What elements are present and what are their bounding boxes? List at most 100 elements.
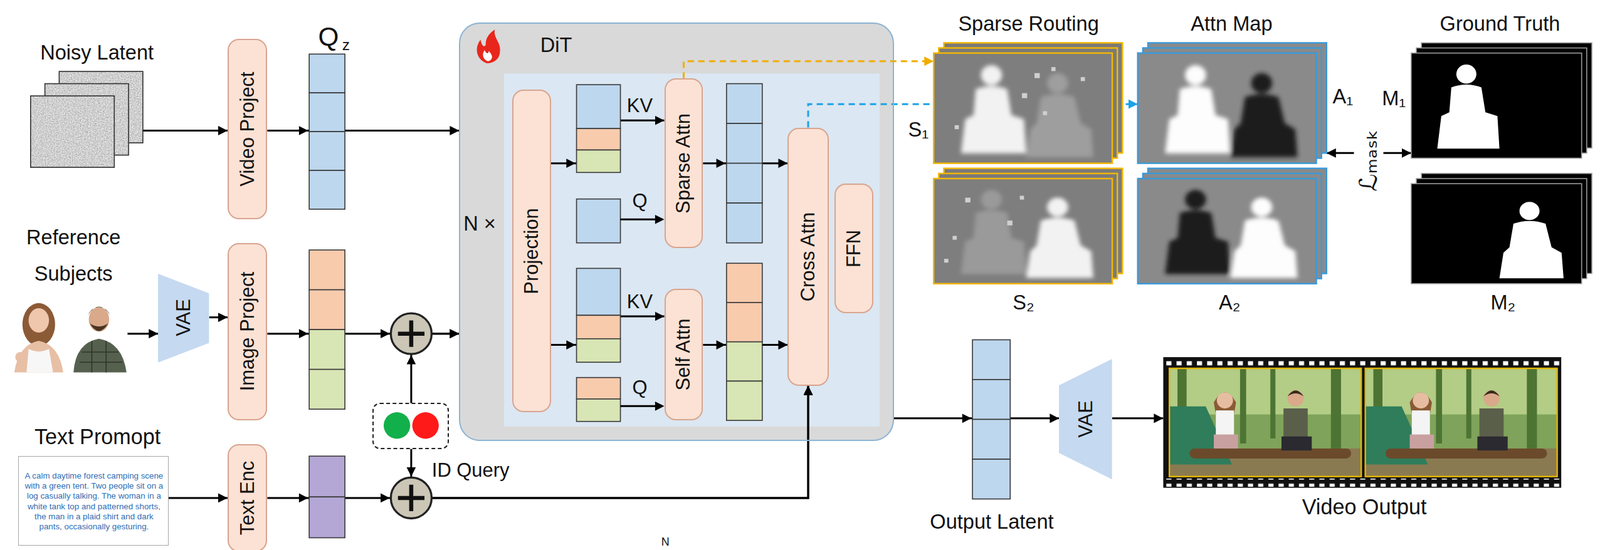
plus-symbol — [390, 477, 432, 519]
token-column — [726, 381, 763, 421]
attention-map-stack — [1137, 42, 1327, 284]
label: N — [661, 536, 670, 550]
noise-stack — [30, 71, 143, 168]
node-label: A₁ — [1332, 85, 1353, 109]
reference-photo — [22, 303, 56, 347]
arrowhead — [566, 340, 576, 350]
arrowhead — [716, 340, 727, 350]
mask-stack — [1411, 183, 1582, 285]
encoder-box: Text Enc — [227, 444, 268, 550]
token-column — [726, 263, 763, 303]
projection-box: Projection — [512, 89, 552, 413]
token-column — [309, 53, 1011, 538]
arrowhead — [380, 329, 390, 339]
node-label: Reference Subjects — [17, 220, 130, 293]
mask-stack: M₁ — [1411, 42, 1592, 158]
arrowhead — [716, 158, 727, 169]
sparse-routing-stack — [933, 178, 1113, 285]
arrowhead — [962, 414, 972, 424]
label: Attn Map — [1190, 12, 1273, 36]
arrowhead — [655, 401, 665, 412]
token-column — [309, 53, 345, 93]
token-column — [576, 339, 621, 363]
attention-map-stack: A₂ — [1137, 168, 1327, 285]
film-strip — [1163, 358, 1562, 367]
projection-box: Image Project — [227, 243, 268, 421]
sparse-routing-stack — [933, 53, 1113, 164]
film-strip — [1365, 368, 1558, 478]
token-column — [576, 199, 621, 244]
token-column — [576, 149, 621, 173]
attention-map-stack — [1137, 53, 1317, 164]
connector — [142, 129, 228, 132]
reference-photo — [89, 323, 108, 332]
block-label: Cross Attn — [796, 211, 820, 302]
noise-stack: Noisy Latent — [30, 71, 143, 168]
sparse-routing-stack — [933, 53, 1113, 164]
token-column — [972, 459, 1011, 500]
token-column — [309, 456, 345, 498]
film-strip — [1163, 357, 1562, 489]
id-token — [383, 412, 439, 439]
token-column — [309, 131, 345, 171]
arrowhead — [299, 126, 309, 136]
connector — [683, 61, 934, 79]
token-column — [726, 203, 763, 244]
token-column — [576, 128, 621, 150]
arrowhead — [566, 158, 576, 169]
reference-photo — [87, 306, 111, 316]
noise-stack — [30, 95, 115, 168]
photo-stack: Reference Subjects — [10, 295, 128, 373]
token-column — [972, 419, 1011, 460]
film-strip — [1163, 478, 1562, 488]
token-column — [309, 250, 345, 291]
fire-icon — [477, 29, 501, 64]
arrowhead — [299, 329, 309, 339]
node-label: ID Query — [431, 460, 510, 483]
id-token — [412, 412, 439, 439]
reference-photo — [28, 308, 50, 333]
mask-stack — [1411, 53, 1582, 159]
token-column — [726, 163, 763, 204]
trapezoid-outline — [1058, 359, 1113, 480]
label: Q — [318, 21, 340, 53]
film-strip — [1169, 368, 1362, 478]
arrowhead — [620, 218, 658, 221]
node-label: S₁ — [907, 119, 929, 143]
token-column — [576, 84, 621, 129]
reference-photo — [14, 303, 127, 374]
reference-photo — [73, 339, 127, 374]
label: Output Latent — [929, 510, 1054, 535]
reference-photo — [15, 352, 26, 363]
token-column — [576, 315, 621, 339]
mask-stack — [1411, 183, 1582, 285]
node-label: Video Output — [1302, 495, 1427, 520]
attention-map-stack — [1137, 178, 1317, 285]
vae-decoder: VAE — [1058, 359, 1113, 480]
token-column — [726, 123, 763, 164]
routing-map-stack: S₁ — [933, 42, 1123, 164]
mask-stack — [1411, 42, 1592, 284]
token-column — [726, 342, 763, 382]
token-column — [309, 290, 345, 331]
sparse-routing-stack — [933, 42, 1123, 284]
token-column — [309, 369, 345, 411]
arrowhead — [655, 215, 665, 225]
node-label: DiT — [540, 34, 573, 58]
prompt-box: Text PromoptA calm daytime forest campin… — [18, 456, 169, 547]
node-label: M₂ — [1490, 291, 1516, 315]
block-label: Video Project — [236, 71, 259, 187]
id-token — [383, 412, 411, 439]
attention-map-stack — [1137, 53, 1317, 164]
fire-icon — [482, 50, 493, 62]
block-label: Sparse Attn — [672, 113, 696, 214]
attention-map-stack — [1137, 178, 1317, 285]
reference-photo — [14, 341, 64, 373]
label: KV — [626, 95, 653, 118]
film-strip — [1163, 357, 1562, 489]
block-label: VAE — [1074, 401, 1098, 439]
film-strip — [1365, 368, 1558, 478]
attention-map-stack: A₁ — [1137, 42, 1327, 164]
node-label: S₂ — [1012, 291, 1034, 315]
attention-box: Sparse Attn — [664, 78, 704, 248]
